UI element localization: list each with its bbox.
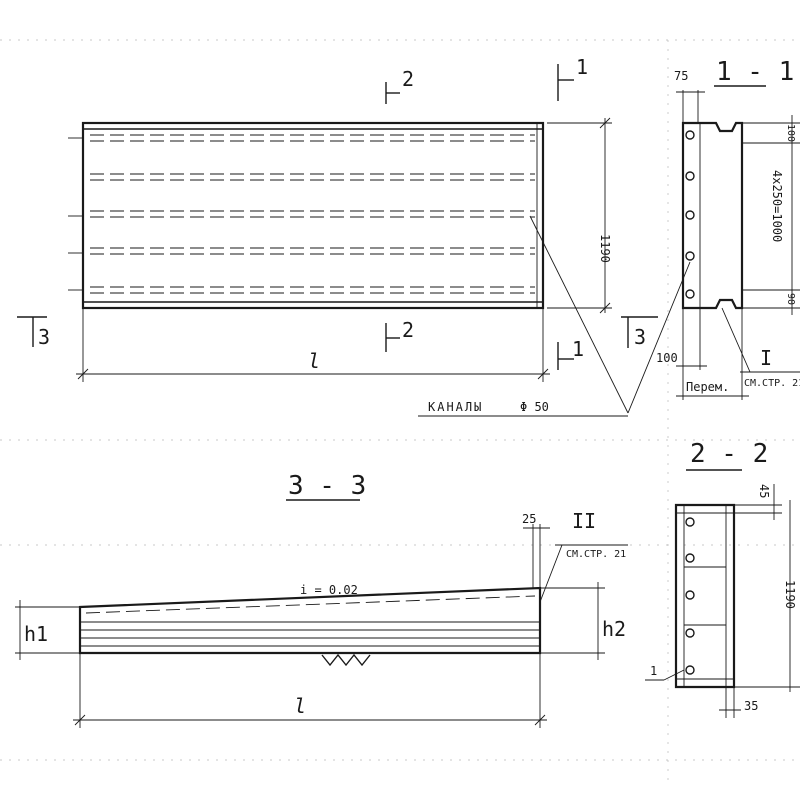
plan-dim-length-label: l [308, 349, 320, 373]
channel-circle [685, 210, 695, 220]
channel-circle [685, 590, 695, 600]
channel-circle [685, 665, 695, 675]
section-1-label-bottom: 1 [572, 337, 584, 361]
section-1-1-title: 1 - 1 [716, 57, 794, 87]
section-2-2-title: 2 - 2 [690, 439, 768, 469]
channel-circle [685, 130, 695, 140]
section-2-2-profile [674, 503, 736, 689]
section-1-1-dim-right-top: 100 [785, 124, 796, 142]
channel-circle [685, 289, 695, 299]
channel-circle [685, 628, 695, 638]
support-marks [321, 653, 371, 667]
section-3-3-detail-num: II [572, 509, 596, 533]
section-mark-3-right: 3 [621, 316, 658, 349]
sheet-background-lines [0, 39, 800, 780]
section-mark-1-top: 1 [557, 55, 588, 101]
section-1-1-var-label: Перем. [686, 380, 729, 394]
section-mark-2-top: 2 [385, 67, 414, 104]
section-1-1: 1 - 1 75 100 4x250=1000 90 100 Перем. [656, 57, 800, 400]
plan-channels [90, 134, 535, 294]
section-2-2-dim-bottom: 35 [744, 699, 758, 713]
channel-circle [685, 553, 695, 563]
section-3-3: 3 - 3 i = 0.02 25 II СМ.СТР. 21 h1 h2 [15, 471, 628, 728]
section-1-1-detail-num: I [760, 346, 772, 370]
section-1-1-dim-top: 75 [674, 69, 688, 83]
section-3-3-title: 3 - 3 [288, 471, 366, 501]
plan-dim-width-label: 1190 [598, 234, 612, 263]
section-3-label-right: 3 [634, 325, 646, 349]
section-1-1-dim-bottom: 100 [656, 351, 678, 365]
section-mark-3-left: 3 [17, 316, 50, 349]
plan-dim-width: 1190 [547, 117, 612, 314]
section-3-3-detail-ref: СМ.СТР. 21 [566, 549, 626, 560]
section-2-2-dim-height: 1190 [783, 580, 797, 609]
channel-circle [685, 171, 695, 181]
section-2-label-bottom: 2 [402, 318, 414, 342]
section-2-2-callout: 1 [650, 664, 657, 678]
section-1-1-dim-right-bot: 90 [785, 293, 796, 305]
section-2-label-top: 2 [402, 67, 414, 91]
section-2-2: 2 - 2 45 1190 35 1 [645, 439, 800, 718]
section-3-label-left: 3 [38, 325, 50, 349]
section-3-3-dim-top: 25 [522, 512, 536, 526]
channels-label: КАНАЛЫ [428, 400, 483, 414]
section-1-1-dim-right-mid: 4x250=1000 [770, 170, 784, 242]
section-1-1-detail-ref: СМ.СТР. 21 [744, 378, 800, 389]
plan-dim-length: l [76, 308, 550, 382]
channel-circle [685, 251, 695, 261]
section-3-3-h2: h2 [602, 617, 626, 641]
section-3-3-profile [78, 586, 542, 655]
section-1-label-top: 1 [576, 55, 588, 79]
channel-circle [685, 517, 695, 527]
section-1-1-profile [681, 121, 744, 310]
section-2-2-dim-top: 45 [757, 484, 771, 498]
plan-view: 2 2 1 1 3 3 [17, 55, 691, 417]
section-mark-1-bottom: 1 [557, 337, 584, 370]
section-3-3-h1: h1 [24, 622, 48, 646]
channels-diameter: Φ 50 [520, 400, 549, 414]
section-3-3-length: l [294, 694, 306, 718]
channels-leader: КАНАЛЫ Φ 50 [418, 215, 691, 417]
section-3-3-slope: i = 0.02 [300, 583, 358, 597]
plan-slab-outline [81, 121, 545, 310]
section-mark-2-bottom: 2 [385, 318, 414, 352]
